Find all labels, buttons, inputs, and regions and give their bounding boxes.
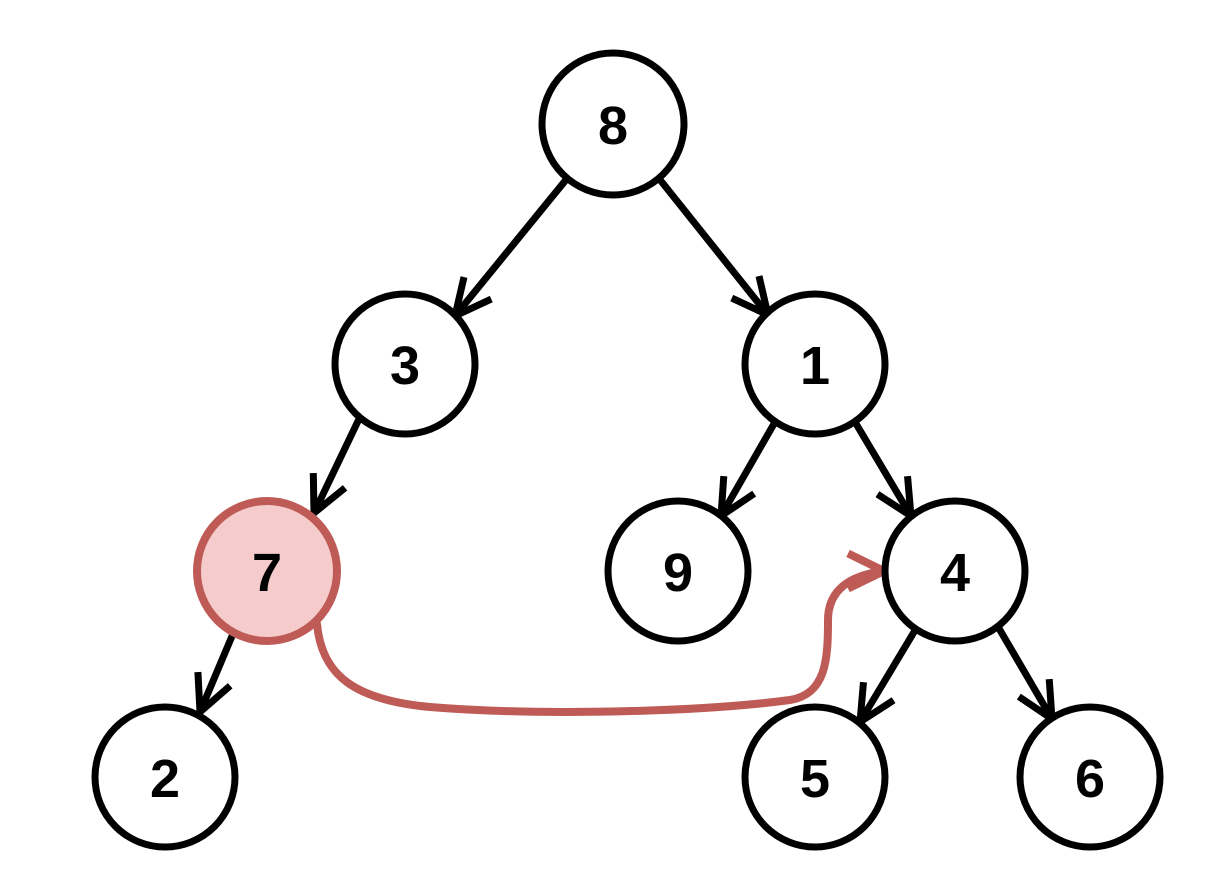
node-label-6: 6: [1075, 749, 1105, 809]
tree-edge-4-to-6: [993, 621, 1056, 723]
node-circle[interactable]: [331, 290, 479, 438]
arrowhead-icon: [194, 671, 233, 715]
tree-node-4[interactable]: 4: [881, 497, 1029, 645]
node-label-8: 8: [598, 96, 628, 156]
tree-node-5[interactable]: 5: [741, 703, 889, 851]
node-label-3: 3: [390, 336, 420, 396]
arrowhead-icon: [875, 475, 915, 519]
node-circle-highlighted[interactable]: [193, 497, 341, 645]
tree-node-3[interactable]: 3: [331, 290, 479, 438]
arrowhead-icon: [730, 275, 772, 319]
tree-edge-1-to-4: [851, 418, 915, 520]
tree-node-1[interactable]: 1: [741, 290, 889, 438]
node-circle[interactable]: [881, 497, 1029, 645]
node-circle[interactable]: [604, 497, 752, 645]
highlight-edge-7-to-4: [313, 549, 886, 716]
node-label-7: 7: [252, 543, 282, 603]
node-circle[interactable]: [91, 703, 239, 851]
tree-edge-8-to-1: [657, 177, 772, 319]
nodes-layer: 8 3 1 7 9 4 2 5 6: [91, 49, 1164, 851]
node-circle[interactable]: [1016, 703, 1164, 851]
arrowhead-icon: [717, 475, 757, 519]
arrowhead-icon: [1016, 678, 1056, 722]
arrowhead-icon: [856, 681, 896, 725]
node-circle[interactable]: [741, 703, 889, 851]
tree-node-6[interactable]: 6: [1016, 703, 1164, 851]
tree-node-2[interactable]: 2: [91, 703, 239, 851]
node-label-9: 9: [663, 543, 693, 603]
tree-node-8[interactable]: 8: [538, 49, 688, 199]
node-label-4: 4: [940, 543, 970, 603]
tree-edge-7-to-2: [194, 625, 239, 716]
tree-node-9[interactable]: 9: [604, 497, 752, 645]
tree-edge-3-to-7: [309, 415, 363, 517]
tree-edge-8-to-3: [451, 177, 569, 320]
arrowhead-icon: [451, 276, 493, 320]
tree-node-7[interactable]: 7: [193, 497, 341, 645]
node-circle[interactable]: [538, 49, 688, 199]
node-circle[interactable]: [741, 290, 889, 438]
tree-edge-1-to-9: [717, 418, 779, 520]
node-label-5: 5: [800, 749, 830, 809]
edges-layer: [194, 177, 1056, 726]
node-label-1: 1: [800, 336, 830, 396]
node-label-2: 2: [150, 749, 180, 809]
arrowhead-icon: [309, 472, 348, 516]
arrowhead-icon: [846, 549, 886, 593]
tree-edge-4-to-5: [856, 623, 921, 726]
